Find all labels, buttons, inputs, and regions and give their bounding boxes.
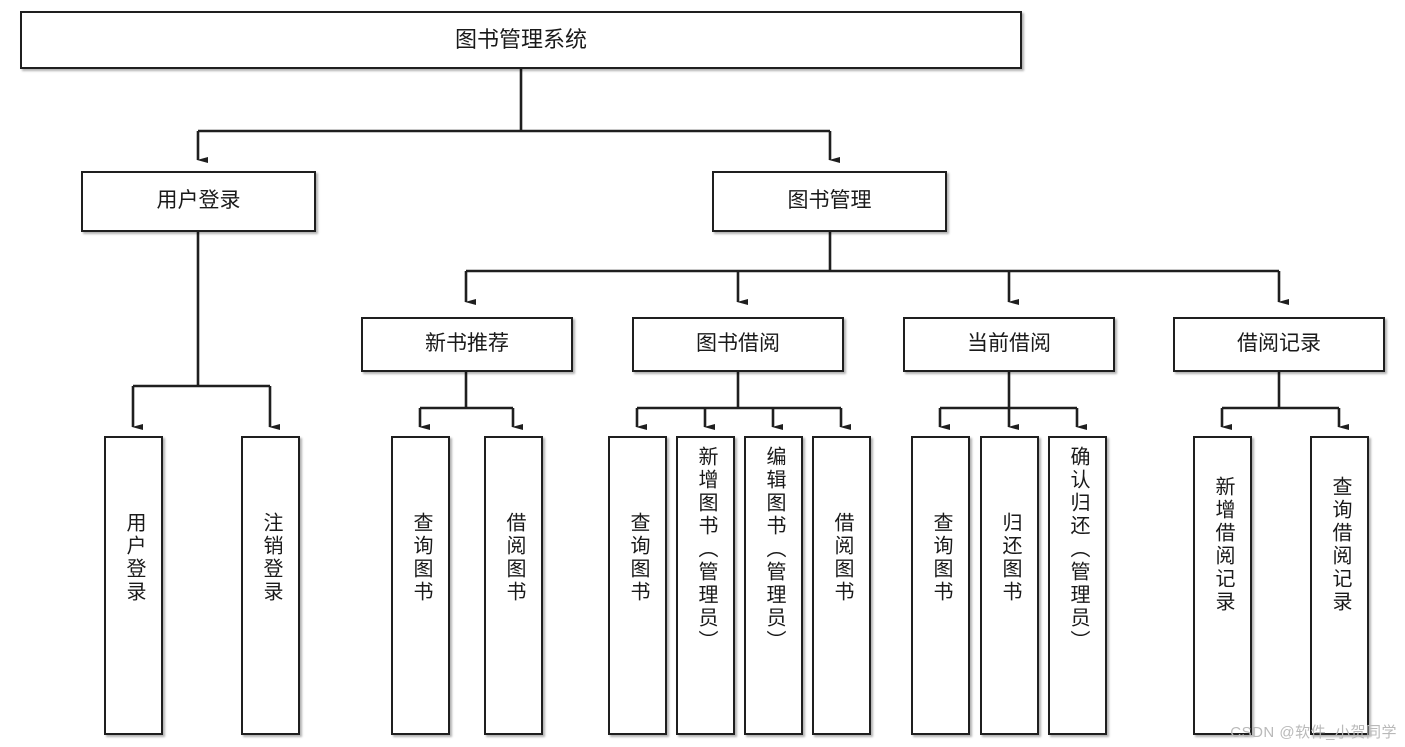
node-leaf-query-book-2-label: 查询图书 — [627, 512, 649, 604]
node-user-login[interactable]: 用户登录 — [81, 171, 316, 232]
node-leaf-query-book-1[interactable]: 查询图书 — [391, 436, 450, 735]
node-leaf-query-book-1-label: 查询图书 — [410, 512, 432, 604]
node-book-borrow[interactable]: 图书借阅 — [632, 317, 844, 372]
node-root[interactable]: 图书管理系统 — [20, 11, 1022, 69]
node-leaf-edit-book-label: 编辑图书（管理员） — [763, 446, 785, 653]
node-book-manage-label: 图书管理 — [787, 189, 872, 213]
node-borrow-record-label: 借阅记录 — [1237, 332, 1321, 356]
node-leaf-user-logout-label: 注销登录 — [260, 512, 282, 604]
node-leaf-borrow-book-1-label: 借阅图书 — [503, 512, 525, 604]
node-leaf-query-book-2[interactable]: 查询图书 — [608, 436, 667, 735]
node-current-borrow[interactable]: 当前借阅 — [903, 317, 1115, 372]
node-new-book-rec-label: 新书推荐 — [425, 332, 509, 356]
node-leaf-query-record[interactable]: 查询借阅记录 — [1310, 436, 1369, 735]
node-leaf-user-login[interactable]: 用户登录 — [104, 436, 163, 735]
node-leaf-return-book-label: 归还图书 — [999, 512, 1021, 604]
node-leaf-query-book-3-label: 查询图书 — [930, 512, 952, 604]
node-book-manage[interactable]: 图书管理 — [712, 171, 947, 232]
node-leaf-confirm-return[interactable]: 确认归还（管理员） — [1048, 436, 1107, 735]
node-root-label: 图书管理系统 — [454, 27, 587, 53]
node-current-borrow-label: 当前借阅 — [967, 332, 1051, 356]
node-book-borrow-label: 图书借阅 — [696, 332, 780, 356]
node-borrow-record[interactable]: 借阅记录 — [1173, 317, 1385, 372]
node-leaf-borrow-book-2[interactable]: 借阅图书 — [812, 436, 871, 735]
node-user-login-label: 用户登录 — [156, 189, 241, 213]
node-leaf-confirm-return-label: 确认归还（管理员） — [1067, 446, 1089, 653]
node-new-book-rec[interactable]: 新书推荐 — [361, 317, 573, 372]
node-leaf-return-book[interactable]: 归还图书 — [980, 436, 1039, 735]
node-leaf-add-record-label: 新增借阅记录 — [1212, 476, 1234, 614]
node-leaf-user-login-label: 用户登录 — [123, 512, 145, 604]
node-leaf-user-logout[interactable]: 注销登录 — [241, 436, 300, 735]
node-leaf-query-record-label: 查询借阅记录 — [1329, 476, 1351, 614]
node-leaf-edit-book[interactable]: 编辑图书（管理员） — [744, 436, 803, 735]
node-leaf-add-record[interactable]: 新增借阅记录 — [1193, 436, 1252, 735]
node-leaf-borrow-book-2-label: 借阅图书 — [831, 512, 853, 604]
node-leaf-add-book-label: 新增图书（管理员） — [695, 446, 717, 653]
node-leaf-add-book[interactable]: 新增图书（管理员） — [676, 436, 735, 735]
node-leaf-borrow-book-1[interactable]: 借阅图书 — [484, 436, 543, 735]
node-leaf-query-book-3[interactable]: 查询图书 — [911, 436, 970, 735]
